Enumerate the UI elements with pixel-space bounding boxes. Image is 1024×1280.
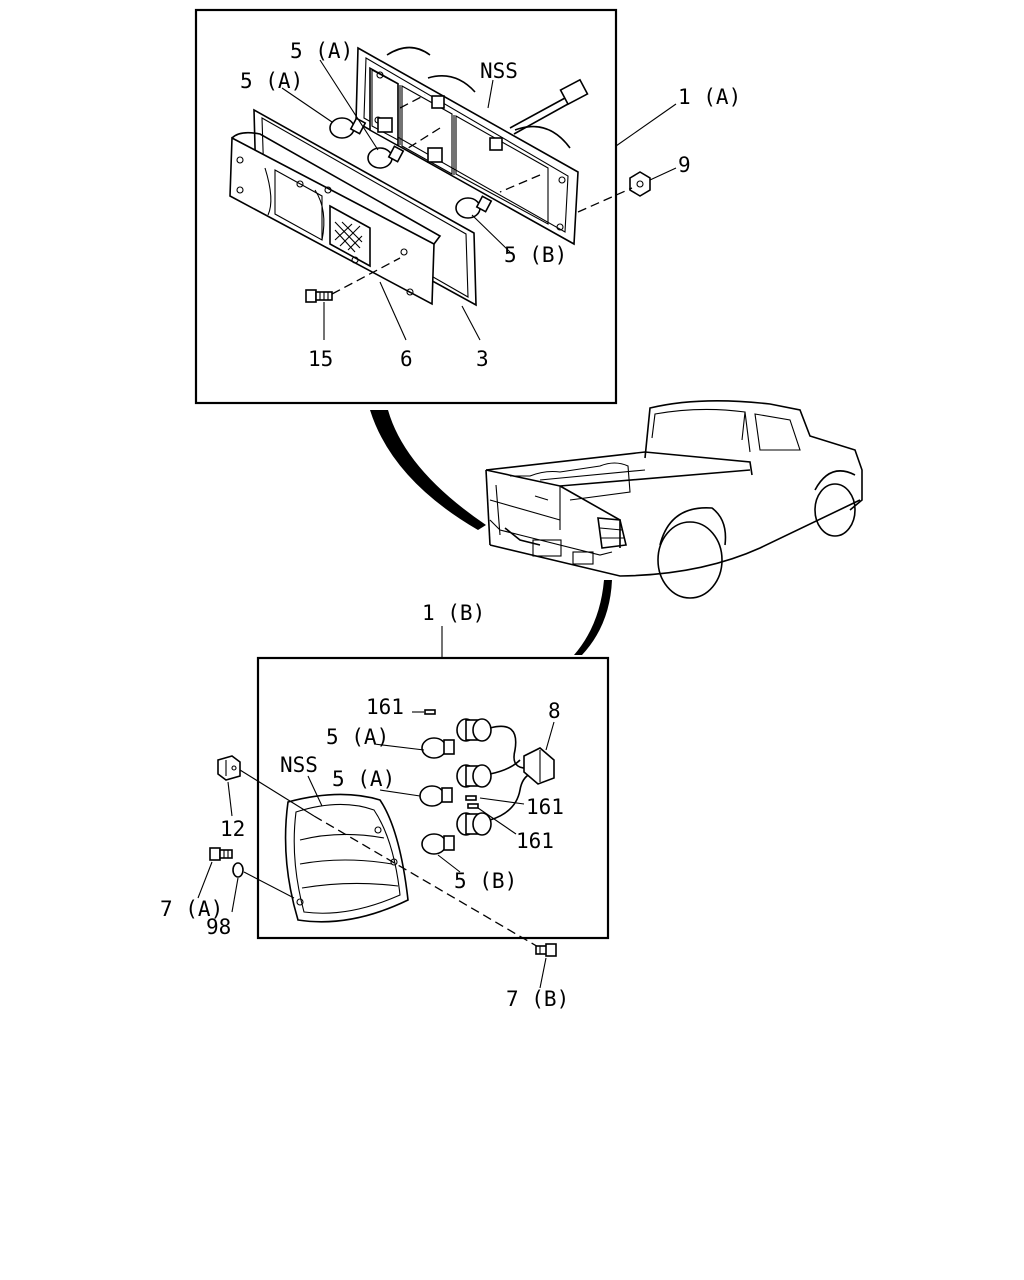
callout-5a-mid-b: 5 (A) [332,767,395,791]
marker-bulb-5a-top [421,737,455,759]
callout-nss: NSS [480,59,518,83]
callout-5b: 5 (B) [504,243,567,267]
lamp-housing [355,46,579,246]
marker-bulb-5a-mid [419,785,453,807]
reflector-mesh [334,221,363,253]
marker-lens [284,793,409,923]
callout-1b: 1 (B) [422,601,485,625]
nut-9 [629,171,651,197]
screw-15 [305,289,333,303]
bulb-5a-left [329,117,367,139]
callout-5a-top-b: 5 (A) [326,725,389,749]
socket-top [456,718,492,742]
washer-98 [232,862,244,878]
callout-3: 3 [476,347,489,371]
callout-5a-top: 5 (A) [290,39,353,63]
connector-8 [523,747,555,785]
callout-7b: 7 (B) [506,987,569,1011]
callout-8: 8 [548,699,561,723]
wire-connector [509,78,589,135]
callout-98: 98 [206,915,231,939]
lamp-lens [229,131,442,306]
callout-nss-b: NSS [280,753,318,777]
pickup-truck-illustration [370,400,863,655]
side-marker-b-detail: 1 (B) 161 8 5 (A) NSS 5 (A) 161 161 12 5… [160,601,610,1011]
clip-12 [217,755,241,781]
bulb-5a-top [367,145,405,169]
callout-6: 6 [400,347,413,371]
callout-5b-b: 5 (B) [454,869,517,893]
callout-9: 9 [678,153,691,177]
socket-low [456,812,492,836]
screw-7a [209,847,233,861]
marker-bulb-5b [421,833,455,855]
callout-161-low: 161 [516,829,554,853]
callout-7a: 7 (A) [160,897,223,921]
bulb-5b [455,195,493,219]
callout-161-top: 161 [366,695,404,719]
socket-mid [456,764,492,788]
callout-15: 15 [308,347,333,371]
callout-12: 12 [220,817,245,841]
screw-7b [535,943,557,957]
tail-lamp-a-detail: 1 (A) 5 (A) 5 (A) NSS 9 5 (B) 15 6 3 [194,8,741,405]
callout-161-mid: 161 [526,795,564,819]
callout-5a-left: 5 (A) [240,69,303,93]
callout-1a: 1 (A) [678,85,741,109]
